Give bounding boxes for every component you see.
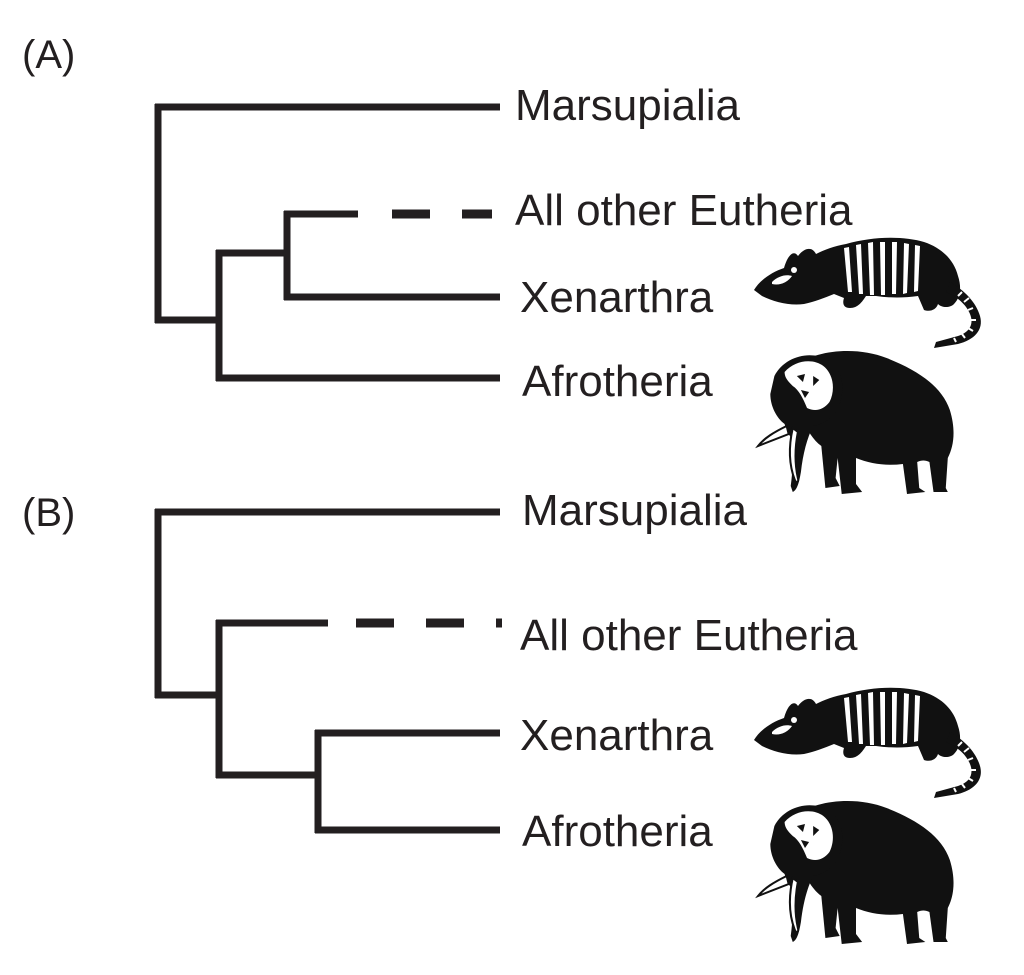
elephant-icon	[757, 350, 955, 496]
panel-b-taxon-marsupialia: Marsupialia	[522, 486, 748, 535]
panel-b-taxon-xenarthra: Xenarthra	[520, 711, 714, 760]
panel-a-taxon-xenarthra: Xenarthra	[520, 273, 714, 322]
panel-a-label: (A)	[22, 33, 75, 77]
armadillo-icon	[753, 236, 982, 349]
panel-b-label: (B)	[22, 491, 75, 535]
panel-a: (A) Marsupialia All other Eutheria Xenar…	[22, 33, 982, 496]
panel-a-taxon-afrotheria: Afrotheria	[522, 357, 713, 406]
panel-b-taxon-afrotheria: Afrotheria	[522, 807, 713, 856]
elephant-icon	[757, 800, 955, 946]
panel-b: (B) Marsupialia All other Eutheria Xenar…	[22, 486, 982, 946]
armadillo-icon	[753, 686, 982, 799]
panel-a-taxon-marsupialia: Marsupialia	[515, 81, 741, 130]
panel-a-taxon-other-eutheria: All other Eutheria	[515, 186, 853, 235]
panel-b-taxon-other-eutheria: All other Eutheria	[520, 611, 858, 660]
